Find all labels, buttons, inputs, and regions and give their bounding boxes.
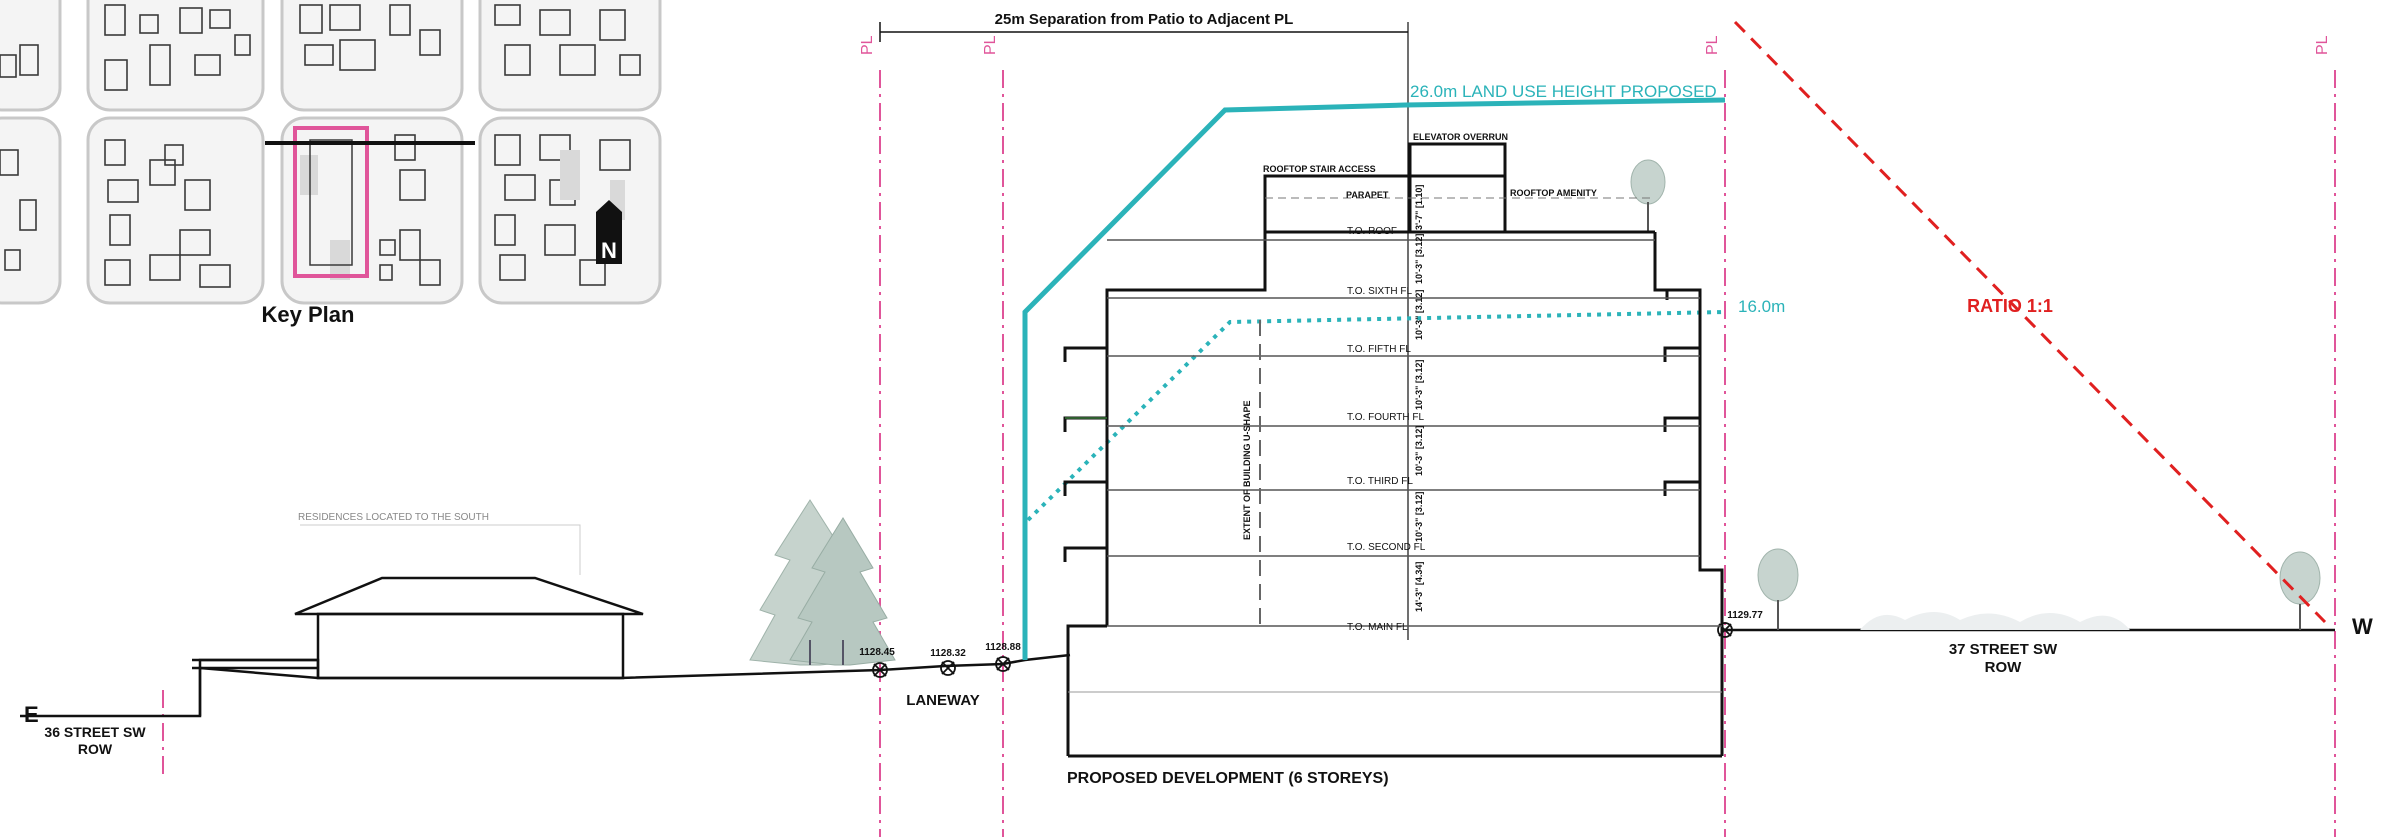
street-east-label-2: ROW <box>78 741 113 757</box>
height-sixth: 10'-3" [3.12] <box>1414 290 1424 340</box>
level-fifth-label: T.O. FIFTH FL <box>1347 344 1411 355</box>
height-fifth: 10'-3" [3.12] <box>1414 360 1424 410</box>
level-sixth-label: T.O. SIXTH FL <box>1347 286 1412 297</box>
north-label: N <box>601 238 617 263</box>
elevation-markers <box>872 622 1733 678</box>
level-second-label: T.O. SECOND FL <box>1347 542 1426 553</box>
key-plan-label: Key Plan <box>262 302 355 327</box>
key-plan: N Key Plan <box>0 0 662 327</box>
height-parapet: 3'-7" [1.10] <box>1414 185 1424 230</box>
separation-label: 25m Separation from Patio to Adjacent PL <box>995 11 1294 28</box>
building-caption: PROPOSED DEVELOPMENT (6 STOREYS) <box>1067 770 1389 787</box>
west-label: W <box>2352 614 2373 639</box>
level-main-label: T.O. MAIN FL <box>1347 622 1408 633</box>
proposed-building: EXTENT OF BUILDING U-SHAPE <box>1063 142 1724 758</box>
property-lines <box>162 70 2336 837</box>
height-16m-label: 16.0m <box>1738 297 1785 316</box>
elevation-label-3: 1128.88 <box>985 642 1021 653</box>
parapet-label: PARAPET <box>1346 190 1389 200</box>
residences-note: RESIDENCES LOCATED TO THE SOUTH <box>298 512 489 523</box>
street-east-label-1: 36 STREET SW <box>44 724 146 740</box>
height-fourth: 10'-3" [3.12] <box>1414 426 1424 476</box>
pl-label-2: PL <box>982 35 999 55</box>
elevation-label-4: 1129.77 <box>1727 610 1763 621</box>
pl-label-1: PL <box>859 35 876 55</box>
elevation-label-1: 1128.45 <box>859 647 895 658</box>
height-third: 10'-3" [3.12] <box>1414 492 1424 542</box>
tree-icon <box>1757 548 1799 630</box>
height-roof: 10'-3" [3.12] <box>1414 234 1424 284</box>
pl-label-3: PL <box>1704 35 1721 55</box>
level-fourth-label: T.O. FOURTH FL <box>1347 412 1424 423</box>
height-envelope-26m <box>1022 97 1726 660</box>
elevation-label-2: 1128.32 <box>930 648 966 659</box>
north-arrow-icon <box>596 200 622 264</box>
rooftop-amenity-label: ROOFTOP AMENITY <box>1510 188 1597 198</box>
pl-label-4: PL <box>2314 35 2331 55</box>
elevator-label: ELEVATOR OVERRUN <box>1413 132 1508 142</box>
tree-icon <box>1630 159 1666 232</box>
level-third-label: T.O. THIRD FL <box>1347 476 1413 487</box>
east-label: E <box>24 702 39 727</box>
adjacent-house <box>192 576 644 716</box>
street-west-label-2: ROW <box>1985 659 2023 676</box>
height-main: 14'-3" [4.34] <box>1414 562 1424 612</box>
ratio-line <box>1733 20 2327 624</box>
level-roof-label: T.O. ROOF <box>1347 226 1397 237</box>
separation-dimension: 25m Separation from Patio to Adjacent PL <box>879 11 1409 640</box>
tree-icon <box>749 499 896 666</box>
height-26m-label: 26.0m LAND USE HEIGHT PROPOSED <box>1410 82 1717 101</box>
extent-note: EXTENT OF BUILDING U-SHAPE <box>1242 400 1252 540</box>
rooftop-stair-label: ROOFTOP STAIR ACCESS <box>1263 164 1376 174</box>
height-envelope-16m <box>1026 310 1726 522</box>
street-west-label-1: 37 STREET SW <box>1949 641 2058 658</box>
laneway-label: LANEWAY <box>906 692 980 709</box>
tree-icon <box>2279 551 2321 630</box>
ratio-label: RATIO 1:1 <box>1967 296 2053 316</box>
